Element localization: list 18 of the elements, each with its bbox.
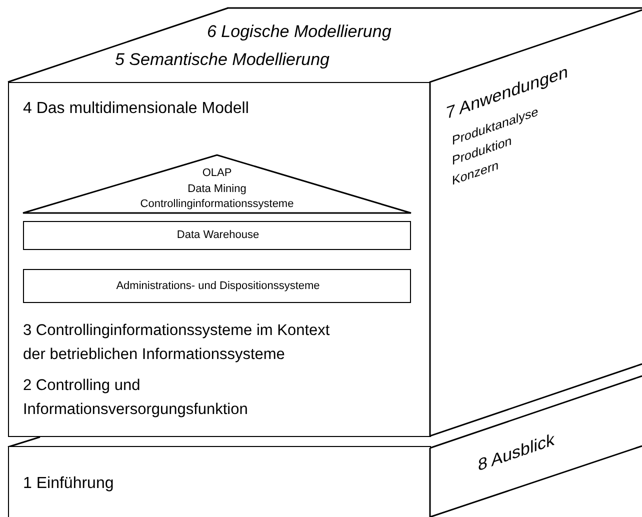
layer-box [23,269,411,303]
section-label: 5 Semantische Modellierung [115,50,330,70]
section-label: Data Warehouse [176,229,260,242]
side-face [430,374,642,517]
section-label: 1 Einführung [23,475,114,494]
section-label: 8 Ausblick [478,430,555,476]
front-face [8,446,431,517]
front-face [8,82,431,437]
section-label: Administrations- und Dispositionssysteme [115,280,321,293]
section-label: 2 Controlling und Informationsversorgungsfunktion [23,376,249,420]
section-label: 6 Logische Modellierung [207,22,392,42]
section-label: OLAP [201,167,233,180]
section-label: 4 Das multidimensionale Modell [23,100,249,118]
section-label: Controllinginformationssysteme [139,198,295,211]
section-label: 3 Controllinginformationssysteme im Kontext der betrieblichen Informationssysteme [23,321,331,366]
layer-box [23,221,411,250]
triangle-shape [23,155,411,213]
section-label: Data Mining [186,183,248,196]
